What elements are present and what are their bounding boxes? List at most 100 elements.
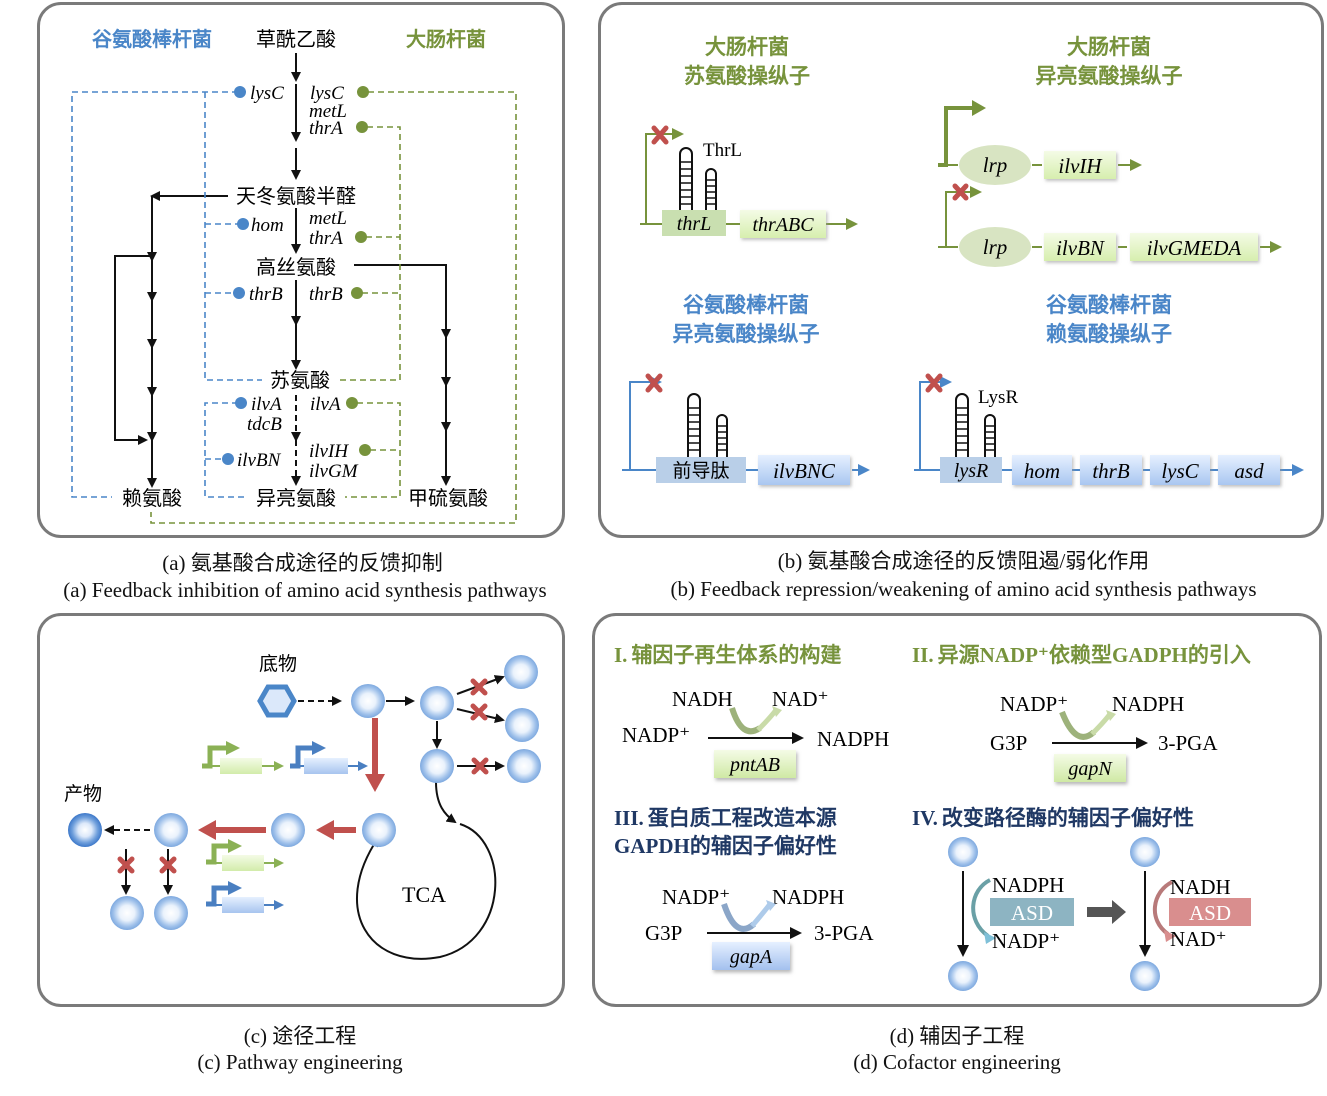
gene-lrp-2: lrp	[983, 235, 1008, 259]
section-ii-title-e: 的引入	[1188, 643, 1251, 667]
change-arrow-icon	[1087, 900, 1126, 924]
caption-b-en: (b) Feedback repression/weakening of ami…	[670, 577, 1257, 601]
overexpression-cassette-icon	[202, 741, 284, 774]
gene-thrB: thrB	[1092, 459, 1130, 483]
caption-c-cn: (c) 途径工程	[243, 1024, 357, 1048]
label-product: 产物	[64, 783, 102, 805]
gene-ilvA-ec: ilvA	[310, 394, 341, 415]
s3-nadp-plus: NADP⁺	[662, 885, 730, 909]
panel-c	[37, 613, 565, 1007]
title-ecoli-ile-1: 大肠杆菌	[1067, 35, 1151, 59]
section-ii-title-a: 异源	[938, 643, 980, 667]
node-methionine: 甲硫氨酸	[408, 487, 488, 510]
caption-c-en: (c) Pathway engineering	[197, 1050, 403, 1074]
overexpression-cassette-icon	[206, 839, 284, 871]
attenuator-hairpin-icon	[955, 393, 996, 457]
title-cg-ile-1: 谷氨酸棒杆菌	[683, 293, 809, 317]
s4-left-nadp-plus: NADP⁺	[992, 929, 1060, 953]
section-ii-title-b: NADP⁺	[980, 643, 1049, 667]
s3-g3p: G3P	[645, 921, 682, 945]
section-iii-number: III.	[614, 806, 644, 830]
overexpression-cassette-icon	[290, 741, 368, 774]
s2-nadp-plus: NADP⁺	[1000, 692, 1068, 716]
section-iii-title-2b: 的辅因子偏好性	[690, 834, 837, 858]
panel-d	[592, 613, 1322, 1007]
s4-right-nadh: NADH	[1170, 875, 1231, 899]
title-ecoli-thr-2: 苏氨酸操纵子	[684, 64, 810, 88]
s1-nadp-plus: NADP⁺	[622, 723, 690, 747]
overexpression-cassette-icon	[206, 881, 284, 913]
node-lysine: 赖氨酸	[122, 487, 182, 510]
title-cg-lys-2: 赖氨酸操纵子	[1046, 322, 1172, 346]
repression-x-icon	[952, 183, 969, 201]
gene-thrA-ec-2: thrA	[309, 228, 343, 249]
attenuator-hairpin-icon	[679, 147, 717, 210]
caption-d-cn: (d) 辅因子工程	[889, 1024, 1025, 1048]
enzyme-pntAB: pntAB	[728, 754, 780, 776]
title-ecoli: 大肠杆菌	[406, 27, 486, 51]
gene-ilvBN-cg: ilvBN	[237, 450, 282, 471]
section-ii-number: II.	[912, 643, 934, 667]
gene-hom-cg: hom	[251, 215, 284, 236]
gene-hom: hom	[1024, 459, 1060, 483]
gene-ilvIH-ec: ilvIH	[309, 441, 349, 462]
title-cg-ile-2: 异亮氨酸操纵子	[673, 322, 820, 346]
s2-g3p: G3P	[990, 731, 1027, 755]
label-substrate: 底物	[259, 653, 297, 675]
gene-lysC-ec: lysC	[310, 83, 344, 104]
section-iii-title-1: 蛋白质工程改造本源	[648, 806, 837, 830]
gene-lrp-1: lrp	[983, 153, 1008, 177]
gene-ilvGMEDA: ilvGMEDA	[1147, 236, 1242, 260]
panel-c-diagram: 底物 产物	[64, 653, 541, 960]
panel-d-diagram: I.辅因子再生体系的构建 NADH NAD⁺ NADP⁺ NADPH pntAB…	[614, 643, 1251, 991]
svg-text:I.辅因子再生体系的构建: I.辅因子再生体系的构建	[614, 643, 841, 667]
attenuator-hairpin-icon	[687, 393, 728, 457]
node-threonine: 苏氨酸	[270, 369, 330, 392]
gene-leader-peptide: 前导肽	[672, 460, 729, 482]
s2-nadph: NADPH	[1112, 692, 1184, 716]
section-iii-title-2a: GAPDH	[614, 834, 690, 858]
title-corynebacterium: 谷氨酸棒杆菌	[92, 27, 212, 51]
label-lysR-leader: LysR	[978, 387, 1018, 408]
caption-a-cn: (a) 氨基酸合成途径的反馈抑制	[162, 551, 443, 575]
s4-right-enzyme-asd: ASD	[1189, 901, 1231, 925]
node-oxaloacetate: 草酰乙酸	[256, 28, 336, 51]
gene-ilvBN-ec: ilvBN	[1056, 236, 1105, 260]
caption-d-en: (d) Cofactor engineering	[853, 1050, 1061, 1074]
s4-left-enzyme-asd: ASD	[1011, 901, 1053, 925]
gene-thrB-ec: thrB	[309, 284, 343, 305]
gene-metL-ec-2: metL	[309, 208, 347, 229]
s3-nadph: NADPH	[772, 885, 844, 909]
node-isoleucine: 异亮氨酸	[256, 487, 336, 510]
panel-a-diagram: 谷氨酸棒杆菌 大肠杆菌 草酰乙酸 天冬氨酸半醛 高丝氨酸 苏氨酸 赖氨酸 异亮氨…	[71, 27, 517, 524]
gene-metL-ec: metL	[309, 101, 347, 122]
section-iv-title: 改变路径酶的辅因子偏好性	[942, 806, 1194, 830]
caption-b-cn: (b) 氨基酸合成途径的反馈阻遏/弱化作用	[777, 549, 1150, 573]
title-ecoli-ile-2: 异亮氨酸操纵子	[1036, 64, 1183, 88]
s1-nadph: NADPH	[817, 727, 889, 751]
section-ii-title-d: GADPH	[1112, 643, 1188, 667]
label-tca-cycle: TCA	[402, 882, 446, 907]
knockout-x-icon	[117, 678, 489, 874]
s4-right-nad-plus: NAD⁺	[1170, 927, 1227, 951]
section-iv-number: IV.	[912, 806, 938, 830]
gene-lysC: lysC	[1161, 459, 1199, 483]
panel-b	[598, 2, 1324, 538]
gene-tdcB-cg: tdcB	[247, 414, 282, 435]
enzyme-gapA: gapA	[730, 946, 773, 968]
caption-a-en: (a) Feedback inhibition of amino acid sy…	[63, 578, 547, 602]
gene-thrL: thrL	[677, 213, 711, 235]
gene-thrABC: thrABC	[752, 214, 814, 236]
title-cg-lys-1: 谷氨酸棒杆菌	[1046, 293, 1172, 317]
section-i-number: I.	[614, 643, 627, 667]
gene-thrA-ec: thrA	[309, 118, 343, 139]
gene-asd: asd	[1234, 459, 1264, 483]
s2-3pga: 3-PGA	[1158, 731, 1218, 755]
section-i-title: 辅因子再生体系的构建	[631, 643, 841, 667]
node-homoserine: 高丝氨酸	[256, 256, 336, 279]
s1-nad-plus: NAD⁺	[772, 687, 829, 711]
s1-nadh: NADH	[672, 687, 733, 711]
enzyme-gapN: gapN	[1068, 758, 1113, 780]
title-ecoli-thr-1: 大肠杆菌	[705, 35, 789, 59]
repression-x-icon	[925, 373, 943, 393]
